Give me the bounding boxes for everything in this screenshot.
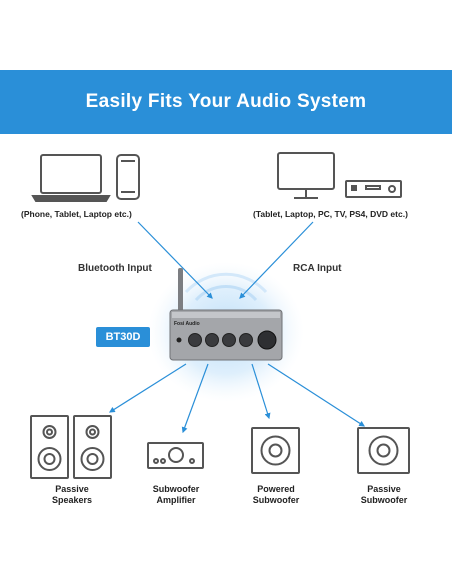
dvd-player-icon [345, 180, 402, 198]
subwoofer-amplifier-icon [147, 442, 204, 469]
passive-speakers-icon [30, 415, 112, 479]
rca-input-label: RCA Input [293, 263, 342, 274]
right-sources-label: (Tablet, Laptop, PC, TV, PS4, DVD etc.) [253, 209, 408, 219]
amplifier-device [169, 268, 283, 361]
page-title: Easily Fits Your Audio System [85, 91, 367, 112]
antenna-icon [178, 268, 183, 318]
passive-subwoofer-icon [357, 427, 410, 474]
output-label-subwoofer-amplifier: Subwoofer Amplifier [152, 484, 200, 505]
bluetooth-input-label: Bluetooth Input [78, 263, 152, 274]
powered-subwoofer-icon [251, 427, 300, 474]
knob-icon [222, 333, 236, 347]
signal-arc-outer [184, 272, 268, 294]
arrow-rca-in [239, 221, 314, 299]
knob-icon [239, 333, 253, 347]
arrow-bluetooth-in [137, 221, 213, 299]
knob-icon [205, 333, 219, 347]
arrow-to-powered-subwoofer [251, 363, 271, 420]
header-banner [0, 70, 452, 134]
volume-knob-icon [257, 330, 277, 350]
arrow-to-subwoofer-amplifier [181, 363, 209, 434]
signal-arc [194, 285, 258, 302]
monitor-icon [277, 152, 335, 199]
output-label-passive-speakers: Passive Speakers [51, 484, 93, 505]
phone-icon [116, 154, 140, 200]
power-led-icon [176, 337, 182, 343]
model-badge: BT30D [96, 327, 150, 347]
amp-brand-plate: Fosi Audio [174, 321, 200, 327]
output-label-powered-subwoofer: Powered Subwoofer [252, 484, 300, 505]
output-label-passive-subwoofer: Passive Subwoofer [360, 484, 408, 505]
left-sources-label: (Phone, Tablet, Laptop etc.) [21, 209, 132, 219]
arrow-to-passive-subwoofer [267, 363, 366, 427]
knob-icon [188, 333, 202, 347]
laptop-icon [31, 154, 111, 202]
arrow-to-passive-speakers [108, 363, 187, 413]
